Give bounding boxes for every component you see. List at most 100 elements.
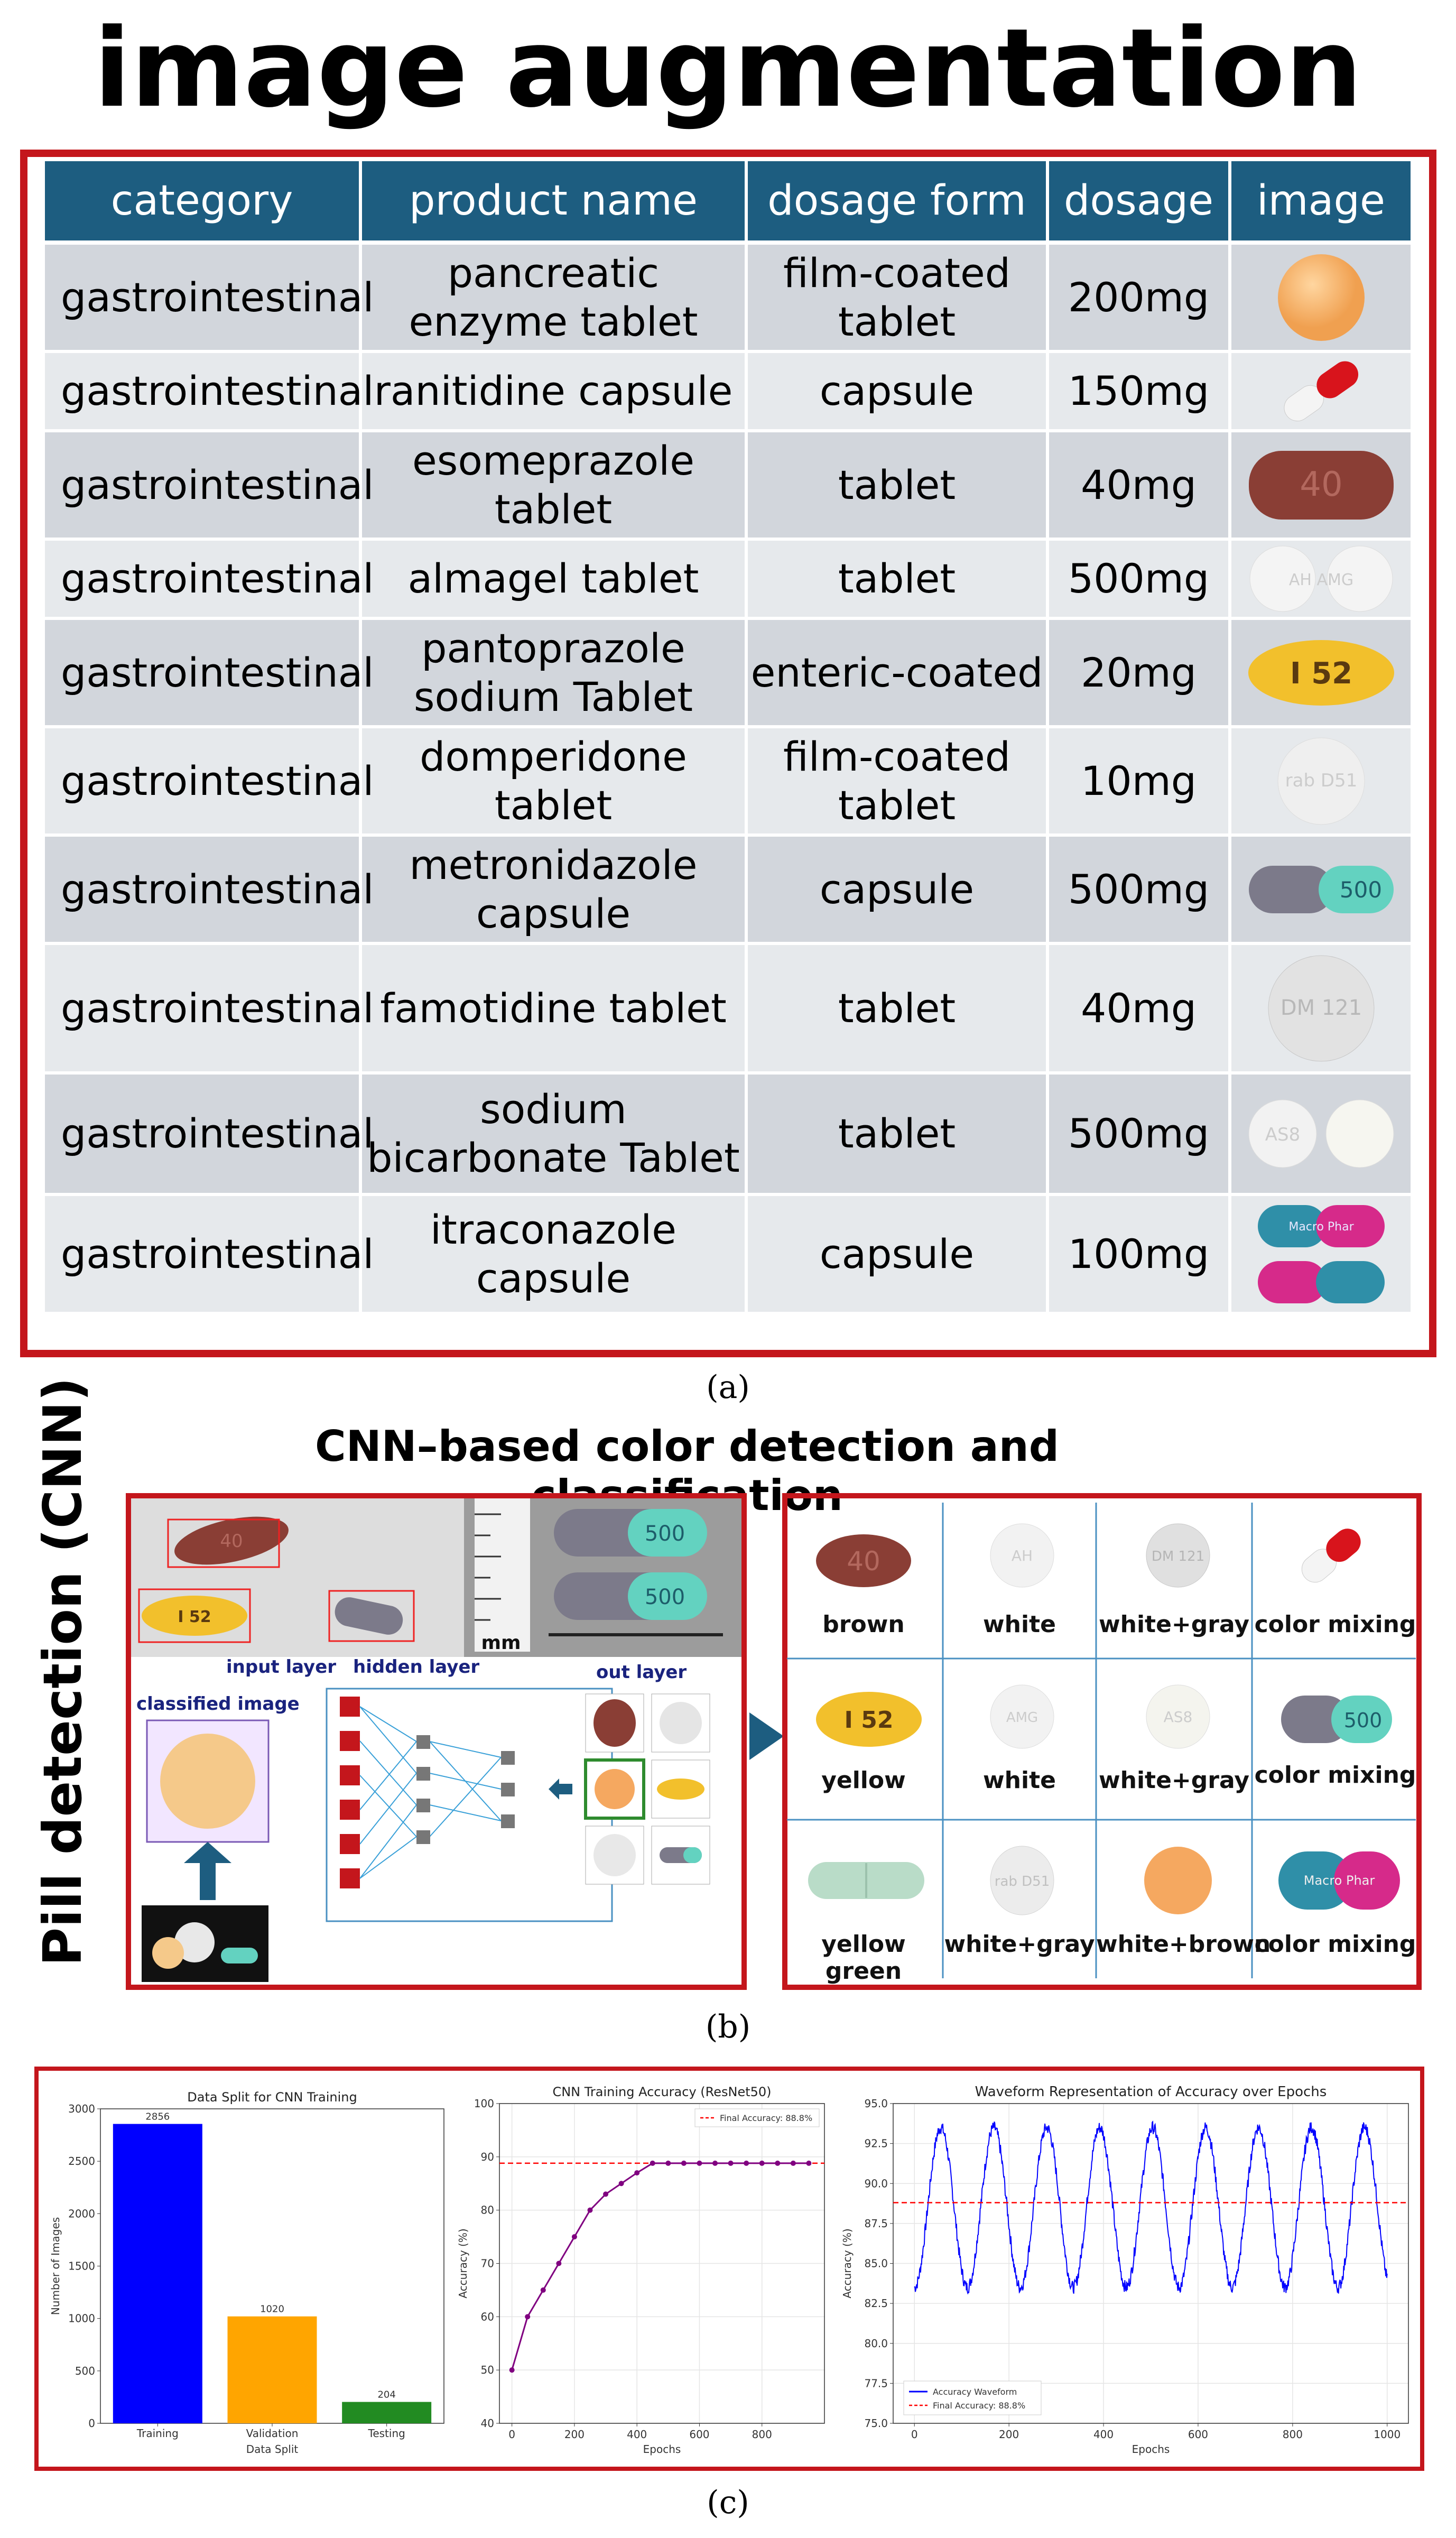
table-header-row: category product name dosage form dosage… xyxy=(45,161,1414,245)
accuracy-point xyxy=(650,2160,655,2166)
accuracy-point xyxy=(587,2207,593,2213)
pill-imprint: 40 xyxy=(1300,465,1342,504)
x-tick-label: 200 xyxy=(564,2428,585,2441)
y-tick-label: 77.5 xyxy=(864,2377,888,2389)
y-axis-label: Number of Images xyxy=(49,2217,62,2315)
grid-lines xyxy=(787,1503,1416,1978)
color-label-white-gray: white+gray xyxy=(1098,1767,1249,1794)
white-round-pill-icon: AMG xyxy=(990,1684,1054,1749)
cell-category: gastrointestinal xyxy=(45,837,374,945)
cell-form: capsule xyxy=(748,353,1049,432)
x-tick-label: 1000 xyxy=(1374,2428,1401,2441)
cell-dosage: 100mg xyxy=(1049,1196,1231,1315)
accuracy-point xyxy=(790,2160,796,2166)
white-round-pill-icon: rab D51 xyxy=(990,1846,1054,1915)
bar-validation xyxy=(227,2316,317,2423)
x-category-label: Validation xyxy=(246,2427,299,2440)
y-tick-label: 90 xyxy=(481,2151,494,2163)
white-round-pill-icon: AH xyxy=(990,1523,1054,1588)
pill-imprint: AS8 xyxy=(1265,1124,1300,1145)
accuracy-point xyxy=(525,2314,531,2320)
cell-form: tablet xyxy=(748,541,1049,620)
y-tick-label: 2000 xyxy=(68,2207,95,2220)
accuracy-waveform-line xyxy=(914,2120,1388,2295)
legend-box xyxy=(903,2380,1042,2415)
header-dosage-form: dosage form xyxy=(748,161,1049,245)
cell-dosage: 150mg xyxy=(1049,353,1231,432)
cell-product: domperidone tablet xyxy=(362,728,748,837)
orange-round-pill-icon xyxy=(1277,254,1365,341)
x-tick-label: 0 xyxy=(508,2428,515,2441)
cell-category: gastrointestinal xyxy=(45,541,374,620)
cell-form: capsule xyxy=(748,837,1049,945)
cell-dosage: 500mg xyxy=(1049,837,1231,945)
accuracy-point xyxy=(603,2191,609,2197)
detection-frame xyxy=(126,1493,747,1990)
y-tick-label: 0 xyxy=(88,2417,95,2430)
y-tick-label: 60 xyxy=(481,2310,494,2323)
accuracy-point xyxy=(571,2234,577,2240)
y-tick-label: 40 xyxy=(481,2417,494,2430)
pill-imprint: AMG xyxy=(1006,1710,1038,1726)
cell-product: itraconazole capsule xyxy=(362,1196,748,1315)
legend-final-accuracy: Final Accuracy: 88.8% xyxy=(720,2113,812,2123)
white-gray-round-pill-icon: DM 121 xyxy=(1268,955,1374,1061)
cell-dosage: 40mg xyxy=(1049,432,1231,541)
pill-table: category product name dosage form dosage… xyxy=(45,161,1414,1315)
cell-category: gastrointestinal xyxy=(45,432,374,541)
cell-category: gastrointestinal xyxy=(45,620,374,728)
cell-form: film-coated tablet xyxy=(748,728,1049,837)
y-axis-label: Accuracy (%) xyxy=(841,2228,854,2298)
pill-imprint: AH AMG xyxy=(1288,571,1353,589)
x-axis-label: Epochs xyxy=(643,2443,681,2456)
y-tick-label: 80.0 xyxy=(864,2337,888,2350)
caption-a: (a) xyxy=(706,1369,750,1406)
x-tick-label: 400 xyxy=(627,2428,647,2441)
y-tick-label: 75.0 xyxy=(864,2417,888,2430)
cell-image: Macro Phar xyxy=(1231,1196,1414,1315)
input-layer-label: input layer xyxy=(226,1656,336,1678)
y-tick-label: 80 xyxy=(481,2204,494,2217)
y-axis-label: Accuracy (%) xyxy=(457,2228,469,2298)
table-row: gastrointestinal ranitidine capsule caps… xyxy=(45,353,1414,432)
accuracy-point xyxy=(806,2160,812,2166)
cell-dosage: 500mg xyxy=(1049,541,1231,620)
pill-imprint: Macro Phar xyxy=(1304,1873,1375,1888)
color-label-yellow: yellow xyxy=(821,1767,906,1794)
cell-image: AH AMG xyxy=(1231,541,1414,620)
color-label-white: white xyxy=(983,1611,1056,1638)
accuracy-point xyxy=(759,2160,765,2166)
bar-value-label: 1020 xyxy=(260,2304,284,2315)
capsule-imprint: 500 xyxy=(645,1522,685,1546)
cell-product: pancreatic enzyme tablet xyxy=(362,245,748,353)
cell-form: tablet xyxy=(748,945,1049,1075)
arrow-icon xyxy=(749,1712,784,1760)
header-category: category xyxy=(45,161,362,245)
table-row: gastrointestinal metronidazole capsule c… xyxy=(45,837,1414,945)
x-category-label: Testing xyxy=(368,2427,405,2440)
gray-teal-capsule-icon: 500 xyxy=(1281,1696,1392,1743)
header-image: image xyxy=(1231,161,1414,245)
cell-image xyxy=(1231,353,1414,432)
out-layer-label: out layer xyxy=(596,1662,687,1683)
cell-form: capsule xyxy=(748,1196,1049,1315)
table-row: gastrointestinal domperidone tablet film… xyxy=(45,728,1414,837)
legend-box xyxy=(694,2108,820,2127)
mm-label: mm xyxy=(481,1632,521,1654)
pill-imprint: 500 xyxy=(1339,877,1381,903)
cell-form: film-coated tablet xyxy=(748,245,1049,353)
x-tick-label: 800 xyxy=(752,2428,772,2441)
bar-value-label: 204 xyxy=(377,2389,395,2401)
color-label-white-gray: white+gray xyxy=(944,1931,1095,1958)
pill-imprint: rab D51 xyxy=(995,1874,1050,1889)
color-label-white: white xyxy=(983,1767,1056,1794)
y-tick-label: 82.5 xyxy=(864,2297,888,2310)
color-label-white-gray: white+gray xyxy=(1098,1611,1249,1638)
x-tick-label: 600 xyxy=(689,2428,709,2441)
white-round-pills-icon: AH AMG xyxy=(1249,545,1393,612)
charts-frame xyxy=(34,2067,1424,2471)
table-row: gastrointestinal pantoprazole sodium Tab… xyxy=(45,620,1414,728)
cell-category: gastrointestinal xyxy=(45,245,374,353)
white-round-pill-icon: rab D51 xyxy=(1277,737,1365,825)
y-tick-label: 100 xyxy=(474,2097,494,2110)
